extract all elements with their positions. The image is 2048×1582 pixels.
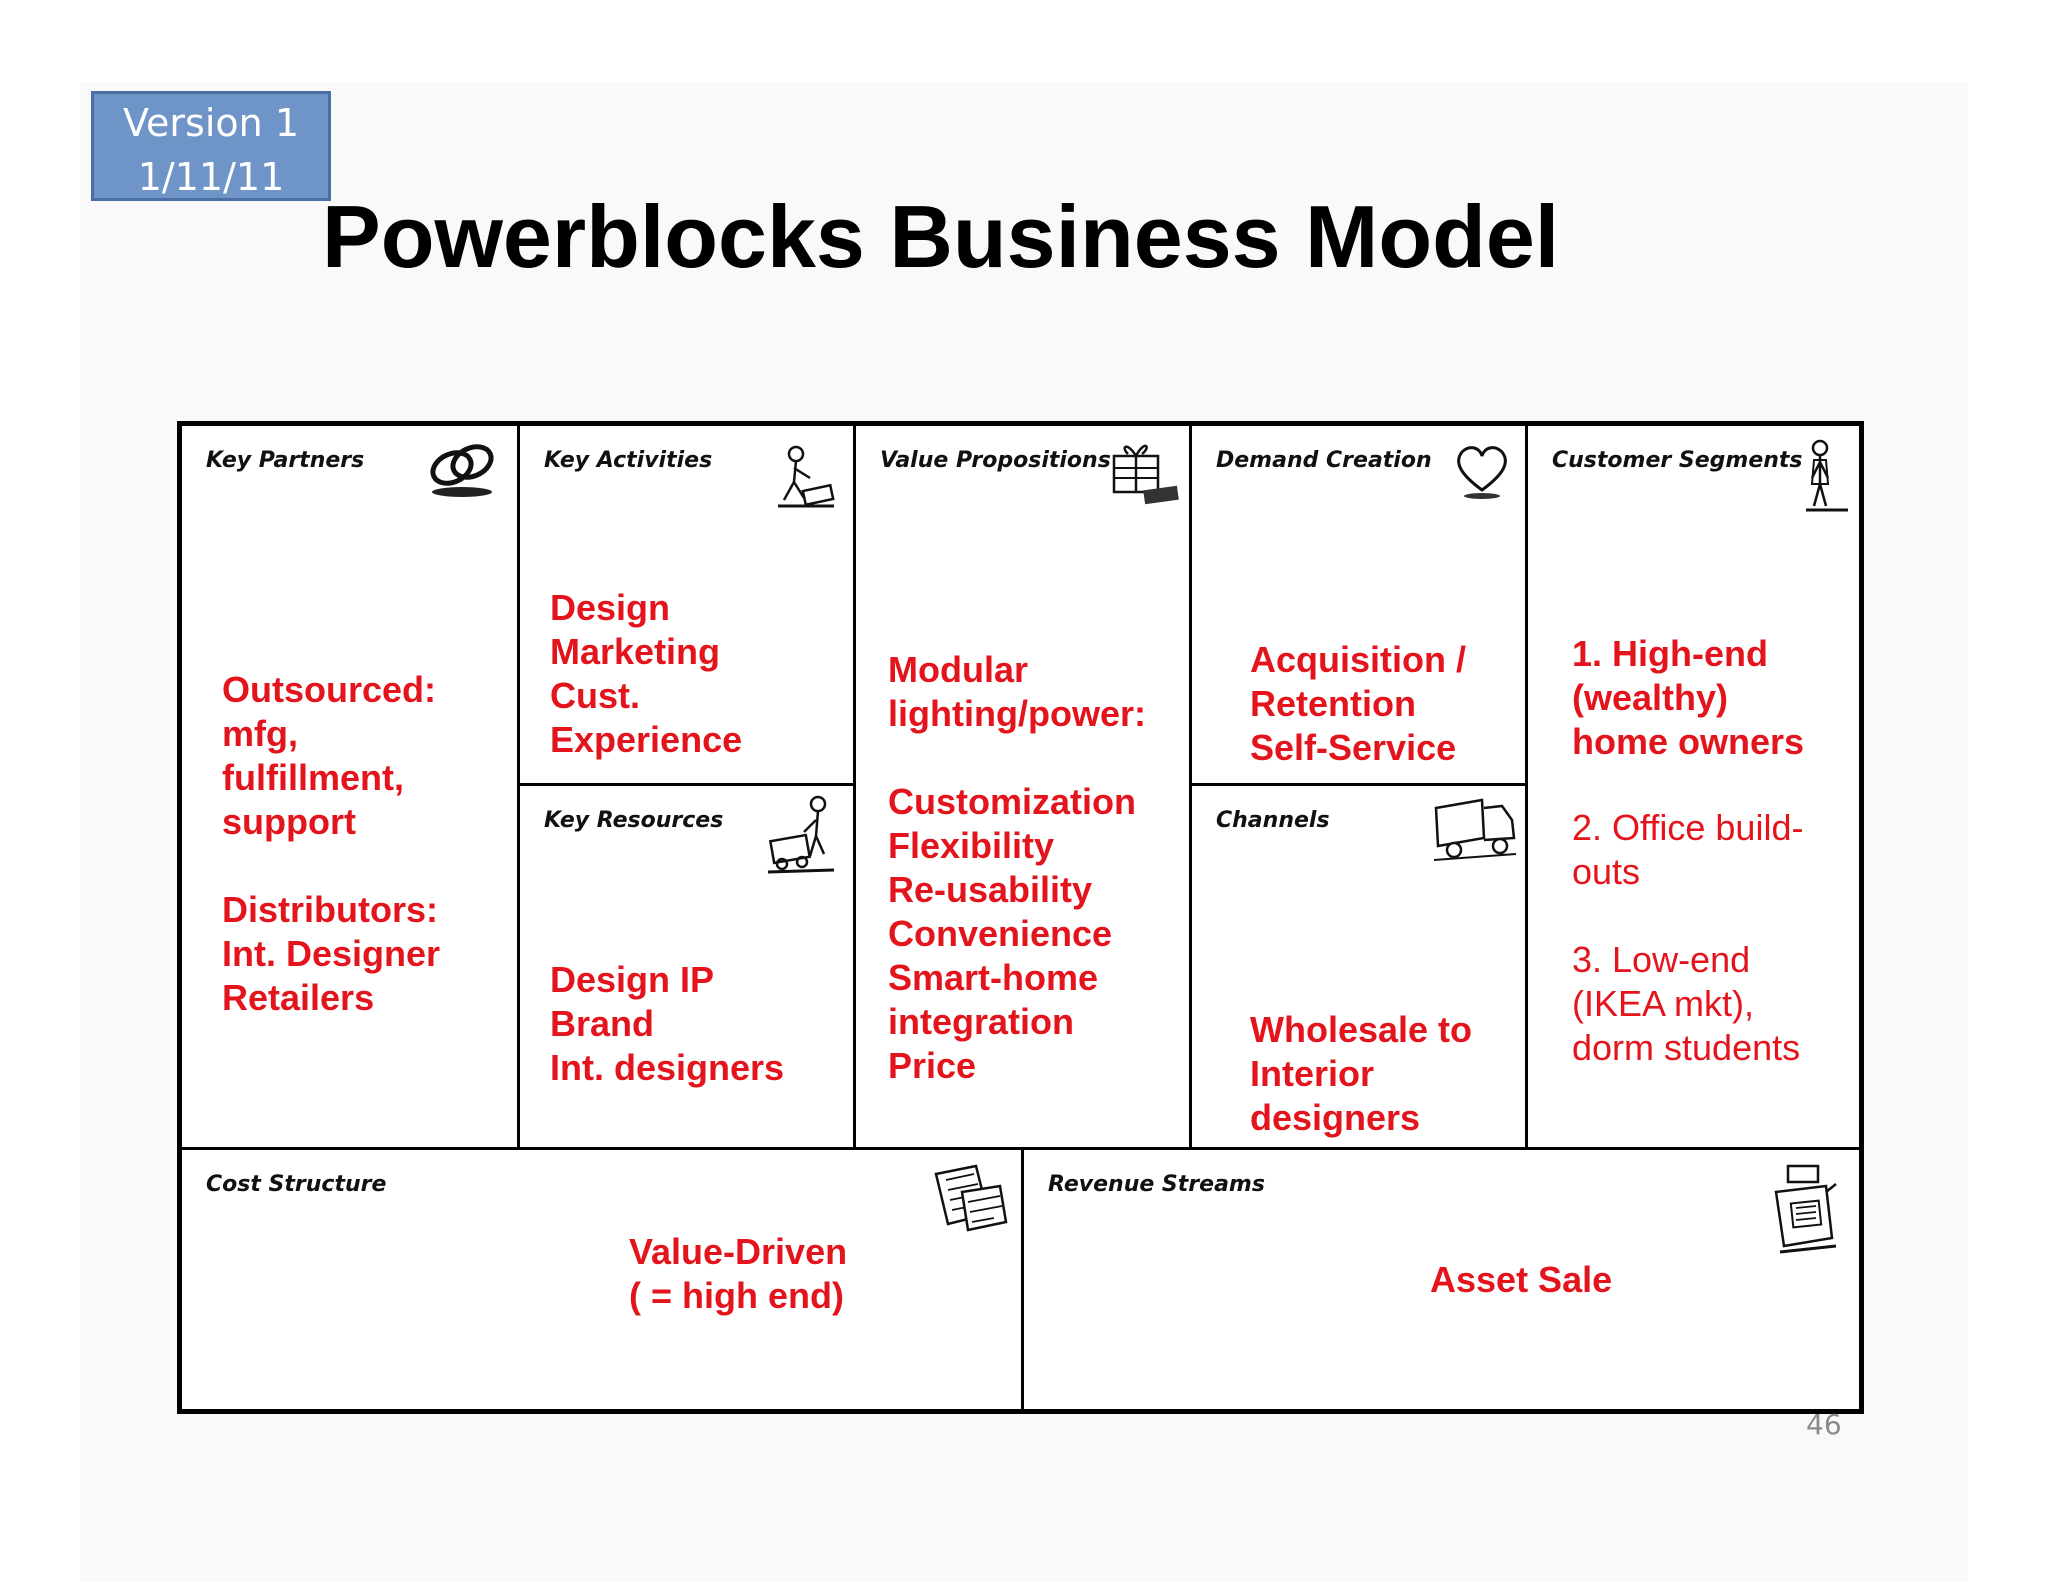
customer-segments-line: 1. High-end: [1572, 633, 1768, 674]
customer-segments-line: 3. Low-end: [1572, 939, 1751, 980]
chain-link-icon: [430, 444, 494, 497]
key-activities-block: Key Activities Design Marketing Cust. Ex…: [520, 426, 856, 786]
page-number: 46: [1806, 1408, 1842, 1441]
value-propositions-line: lighting/power:: [888, 693, 1146, 734]
customer-segments-line: (IKEA mkt),: [1572, 983, 1755, 1024]
value-propositions-line: Re-usability: [888, 869, 1093, 910]
customer-segments-line: dorm students: [1572, 1027, 1801, 1068]
key-partners-line: support: [222, 801, 356, 842]
heart-icon: [1457, 446, 1507, 499]
key-activities-line: Design: [550, 587, 671, 628]
key-partners-line: fulfillment,: [222, 757, 404, 798]
customer-segments-line: outs: [1572, 851, 1641, 892]
key-partners-block: Key Partners Outsourced: mfg, fulfillmen…: [182, 426, 520, 1150]
cost-structure-label: Cost Structure: [206, 1172, 387, 1197]
value-propositions-line: Price: [888, 1045, 977, 1086]
version-label: Version 1: [123, 101, 299, 145]
customer-segments-line: home owners: [1572, 721, 1805, 762]
key-resources-line: Int. designers: [550, 1047, 785, 1088]
cost-structure-block: Cost Structure Value-Driven ( = high end…: [182, 1150, 1024, 1409]
value-propositions-line: Smart-home: [888, 957, 1099, 998]
key-partners-line: Distributors:: [222, 889, 438, 930]
worker-icon: [778, 445, 835, 508]
machine-operator-icon: [767, 795, 835, 874]
delivery-truck-icon: [1433, 798, 1517, 861]
revenue-streams-line: Asset Sale: [1430, 1259, 1613, 1300]
value-propositions-label: Value Propositions: [880, 448, 1111, 473]
customer-segments-label: Customer Segments: [1552, 448, 1803, 473]
channels-block: Channels Wholesale to Interior designers: [1192, 786, 1528, 1150]
demand-creation-line: Acquisition /: [1250, 639, 1466, 680]
key-activities-label: Key Activities: [544, 448, 713, 473]
key-activities-content: Design Marketing Cust. Experience: [550, 586, 742, 762]
key-partners-line: Int. Designer: [222, 933, 441, 974]
demand-creation-content: Acquisition / Retention Self-Service: [1250, 638, 1466, 770]
customer-segments-line: [1572, 894, 1803, 938]
key-resources-block: Key Resources Design IP Brand Int. desig…: [520, 786, 856, 1150]
channels-content: Wholesale to Interior designers: [1250, 1008, 1472, 1140]
customer-segments-primary: 1. High-end (wealthy) home owners: [1572, 632, 1804, 764]
revenue-streams-block: Revenue Streams Asset Sale: [1024, 1150, 1859, 1409]
customer-segments-block: Customer Segments 1. High-end (wealthy) …: [1528, 426, 1859, 1150]
value-propositions-line: integration: [888, 1001, 1074, 1042]
receipts-icon: [934, 1164, 1008, 1232]
cash-register-icon: [1774, 1164, 1837, 1254]
customer-segments-line: 2. Office build-: [1572, 807, 1804, 848]
revenue-streams-label: Revenue Streams: [1048, 1172, 1265, 1197]
key-partners-line: [222, 844, 440, 888]
key-partners-line: Retailers: [222, 977, 375, 1018]
demand-creation-block: Demand Creation Acquisition / Retention …: [1192, 426, 1528, 786]
channels-label: Channels: [1216, 808, 1330, 833]
cost-structure-line: ( = high end): [629, 1275, 844, 1316]
page-title: Powerblocks Business Model: [322, 187, 1560, 286]
value-propositions-line: Flexibility: [888, 825, 1055, 866]
key-partners-label: Key Partners: [206, 448, 365, 473]
channels-line: designers: [1250, 1097, 1421, 1138]
value-propositions-block: Value Propositions Modular lighting/powe…: [856, 426, 1192, 1150]
version-badge: Version 1 1/11/11: [91, 91, 331, 201]
key-activities-line: Marketing: [550, 631, 721, 672]
key-activities-line: Cust.: [550, 675, 640, 716]
revenue-streams-content: Asset Sale: [1430, 1258, 1612, 1302]
channels-line: Interior: [1250, 1053, 1375, 1094]
value-propositions-line: Convenience: [888, 913, 1113, 954]
cost-structure-content: Value-Driven ( = high end): [629, 1230, 847, 1318]
key-resources-label: Key Resources: [544, 808, 724, 833]
key-partners-line: mfg,: [222, 713, 298, 754]
version-date: 1/11/11: [137, 155, 285, 199]
value-propositions-content: Modular lighting/power: Customization Fl…: [888, 648, 1146, 1088]
demand-creation-label: Demand Creation: [1216, 448, 1432, 473]
customer-segments-secondary: 2. Office build- outs 3. Low-end (IKEA m…: [1572, 806, 1803, 1070]
value-propositions-line: Customization: [888, 781, 1136, 822]
gift-box-icon: [1112, 444, 1179, 505]
key-partners-line: Outsourced:: [222, 669, 437, 710]
key-resources-line: Design IP: [550, 959, 715, 1000]
key-partners-content: Outsourced: mfg, fulfillment, support Di…: [222, 668, 440, 1020]
standing-person-icon: [1806, 439, 1848, 512]
customer-segments-line: (wealthy): [1572, 677, 1729, 718]
value-propositions-line: [888, 736, 1146, 780]
business-model-canvas: Key Partners Outsourced: mfg, fulfillmen…: [177, 421, 1864, 1414]
key-activities-line: Experience: [550, 719, 743, 760]
value-propositions-line: Modular: [888, 649, 1028, 690]
key-resources-content: Design IP Brand Int. designers: [550, 958, 784, 1090]
channels-line: Wholesale to: [1250, 1009, 1473, 1050]
demand-creation-line: Self-Service: [1250, 727, 1457, 768]
key-resources-line: Brand: [550, 1003, 655, 1044]
demand-creation-line: Retention: [1250, 683, 1416, 724]
cost-structure-line: Value-Driven: [629, 1231, 848, 1272]
